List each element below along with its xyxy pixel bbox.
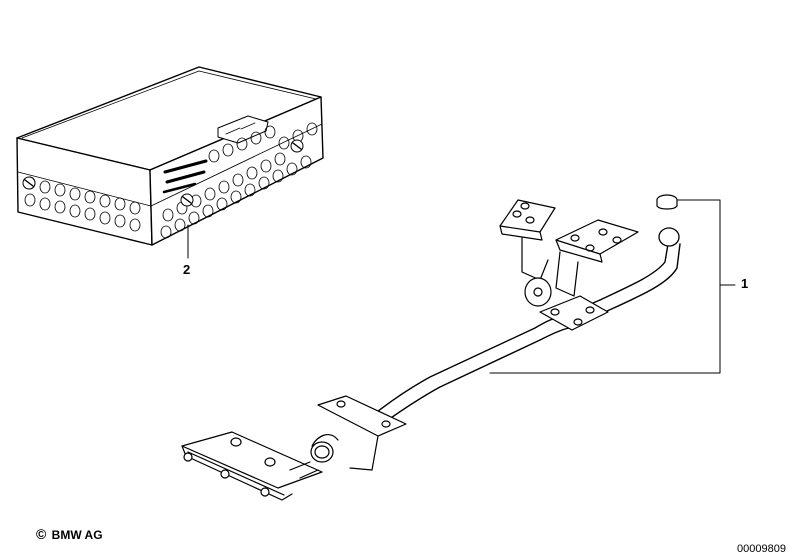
- upper-brackets: [499, 199, 639, 331]
- vent-holes-side: [160, 122, 318, 239]
- control-unit-module: [16, 66, 324, 246]
- copyright-symbol: ©: [36, 526, 47, 542]
- screw-heads: [22, 139, 304, 207]
- callout-label-1: 1: [741, 276, 749, 291]
- leader-line-1: [489, 199, 721, 374]
- tow-ball: [658, 227, 680, 247]
- lower-crossmember: [181, 395, 407, 501]
- callout-label-2: 2: [183, 262, 191, 277]
- copyright-notice: © BMW AG: [36, 526, 103, 542]
- ball-cap: [656, 194, 678, 210]
- tow-hitch-assembly: [181, 194, 681, 501]
- document-number: 00009809: [737, 543, 786, 555]
- copyright-text: BMW AG: [51, 528, 103, 542]
